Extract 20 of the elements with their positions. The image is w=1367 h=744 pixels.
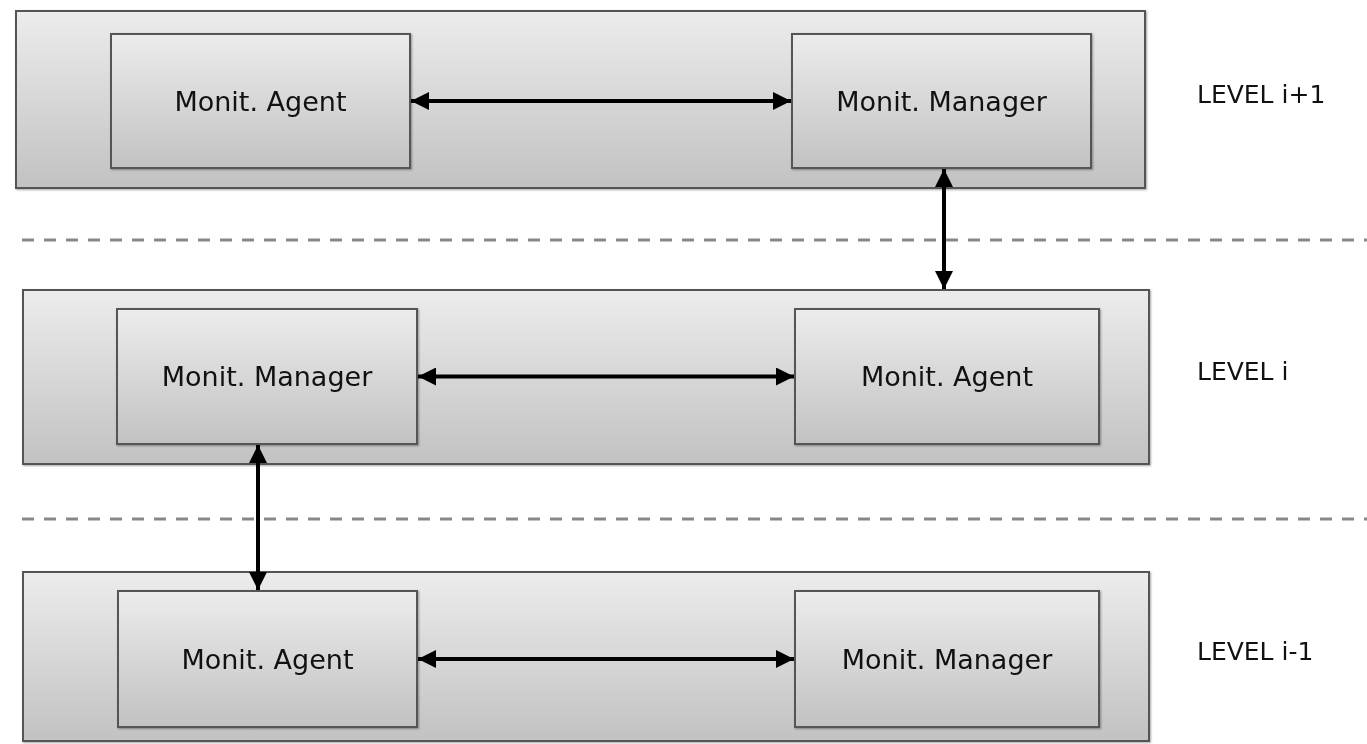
double-arrow (935, 169, 953, 289)
component-label: Monit. Manager (841, 643, 1053, 675)
component-box (791, 33, 1092, 169)
component-box (117, 590, 418, 728)
level-label: LEVEL i (1197, 357, 1289, 386)
component-box (794, 590, 1100, 728)
component-box (116, 308, 418, 445)
component-label: Monit. Agent (860, 361, 1034, 392)
component-label: Monit. Agent (181, 643, 354, 675)
component-box (110, 33, 411, 169)
double-arrow (411, 92, 791, 110)
component-label: Monit. Agent (174, 85, 347, 117)
level-label: LEVEL i+1 (1197, 79, 1326, 109)
double-arrow (418, 650, 794, 668)
level-label: LEVEL i-1 (1197, 636, 1314, 666)
double-arrow (249, 445, 267, 590)
double-arrow (418, 367, 794, 386)
component-label: Monit. Manager (836, 85, 1047, 117)
component-box (794, 308, 1100, 445)
component-label: Monit. Manager (161, 361, 373, 392)
